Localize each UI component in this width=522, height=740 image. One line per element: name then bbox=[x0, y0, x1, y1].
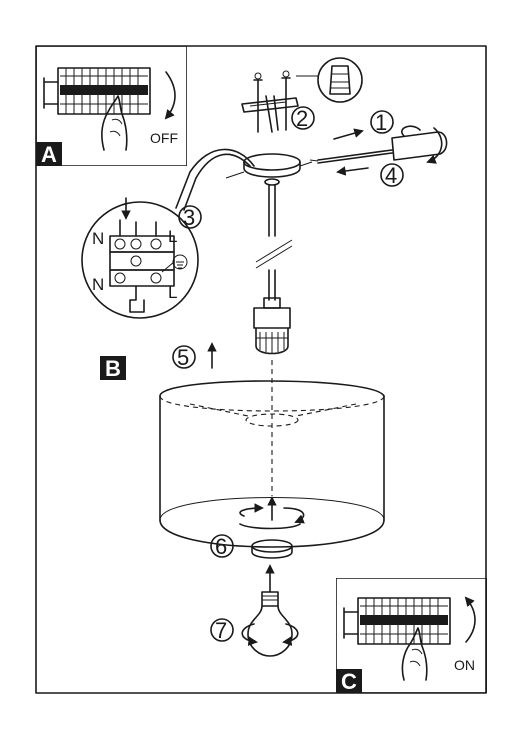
wire-l-bottom: L bbox=[168, 283, 177, 302]
curved-arrow-up bbox=[464, 596, 476, 643]
on-label: ON bbox=[454, 657, 475, 673]
lamp-holder bbox=[253, 307, 291, 355]
panel-a: OFF bbox=[36, 46, 187, 166]
step-1-circle bbox=[370, 110, 394, 134]
hand-on bbox=[401, 627, 428, 681]
step-3-circle bbox=[178, 205, 202, 229]
outer-frame bbox=[35, 45, 487, 694]
step-2-circle bbox=[291, 106, 315, 130]
canopy bbox=[225, 153, 313, 186]
ceiling-bracket bbox=[241, 70, 299, 133]
curved-arrow-down bbox=[164, 71, 176, 120]
supply-cable-2 bbox=[175, 148, 255, 209]
panel-c: ON bbox=[336, 578, 487, 693]
panel-c-badge bbox=[336, 669, 362, 693]
wire-l-top: L bbox=[168, 227, 177, 246]
arrow-in bbox=[333, 128, 364, 140]
suspension-cable bbox=[255, 184, 293, 309]
drum-shade bbox=[159, 360, 385, 548]
step-6-label: 6 bbox=[215, 534, 227, 559]
screwdriver bbox=[309, 125, 448, 164]
step-5-label: 5 bbox=[177, 345, 189, 370]
step-4-label: 4 bbox=[385, 163, 397, 188]
wiring-detail bbox=[81, 197, 199, 319]
off-label: OFF bbox=[150, 130, 178, 146]
shade-ring bbox=[251, 539, 293, 559]
rotation-6 bbox=[239, 496, 305, 530]
arrow-out bbox=[336, 166, 369, 176]
light-bulb bbox=[241, 564, 299, 657]
wire-n-bottom: N bbox=[92, 275, 104, 294]
step-3-label: 3 bbox=[183, 205, 195, 230]
panel-a-badge bbox=[36, 142, 62, 166]
step-1-label: 1 bbox=[375, 110, 387, 135]
step-7-circle bbox=[210, 618, 234, 642]
step-4-circle bbox=[380, 163, 404, 187]
hand-off bbox=[101, 95, 128, 151]
step-5-circle bbox=[172, 345, 196, 369]
breaker-panel-on bbox=[343, 597, 451, 645]
supply-cable bbox=[183, 153, 251, 211]
step-6-circle bbox=[210, 534, 234, 558]
step-2-label: 2 bbox=[296, 106, 308, 131]
panel-c-letter: C bbox=[341, 669, 357, 694]
breaker-panel-off bbox=[43, 67, 151, 115]
panel-b-letter: B bbox=[105, 356, 121, 381]
panel-a-letter: A bbox=[41, 142, 57, 167]
panel-b-badge bbox=[100, 356, 126, 380]
step-7-label: 7 bbox=[215, 618, 227, 643]
wall-plug-detail bbox=[296, 57, 363, 103]
wire-n-top: N bbox=[92, 229, 104, 248]
